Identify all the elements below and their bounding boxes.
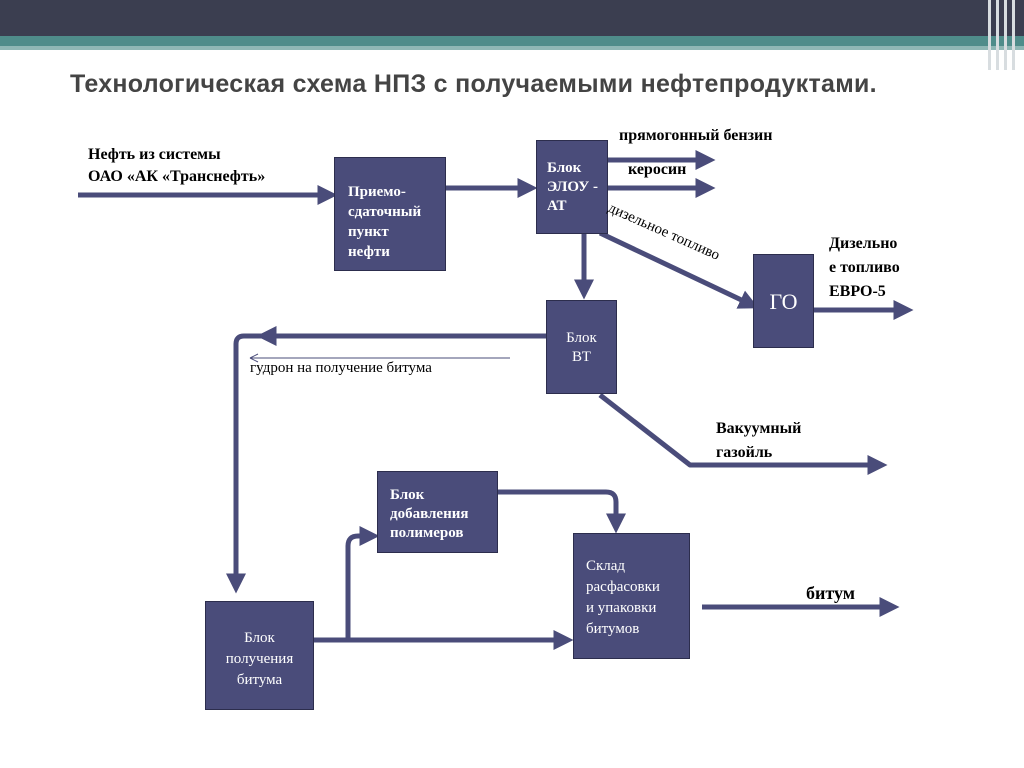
gudron-label: гудрон на получение битума xyxy=(250,360,432,376)
go-label: ГО xyxy=(769,289,798,314)
arrow-vacuum-gasoil xyxy=(598,393,888,475)
diesel-euro-label: Дизельно е топливо ЕВРО-5 xyxy=(829,235,900,300)
decorative-stripes xyxy=(988,0,1015,70)
vt-box: Блок ВТ xyxy=(546,300,617,394)
go-box: ГО xyxy=(753,254,814,348)
accent-stripe-light xyxy=(0,46,1024,50)
accent-stripe xyxy=(0,36,1024,46)
bitum-block-box: Блок получения битума xyxy=(205,601,314,710)
polymers-label: Блок добавления полимеров xyxy=(390,487,469,541)
vacuum-gasoil-label: Вакуумный газойль xyxy=(716,420,802,461)
elou-at-box: Блок ЭЛОУ - АТ xyxy=(536,140,608,234)
page-title: Технологическая схема НПЗ с получаемыми … xyxy=(70,70,877,98)
input-crude-label: Нефть из системы ОАО «АК «Транснефть» xyxy=(88,146,266,185)
arrow-diesel-go xyxy=(598,230,759,309)
kerosin-label: керосин xyxy=(628,161,687,178)
arrow-to-polymers xyxy=(345,526,380,640)
sklad-box: Склад расфасовки и упаковки битумов xyxy=(573,533,690,659)
polymers-box: Блок добавления полимеров xyxy=(377,471,498,553)
arrow-down-bitum xyxy=(226,333,264,594)
priemo-sdatochny-box: Приемо- сдаточный пункт нефти xyxy=(334,157,446,271)
benzin-label: прямогонный бензин xyxy=(619,127,773,144)
sklad-label: Склад расфасовки и упаковки битумов xyxy=(586,558,660,637)
arrow-polymers-sklad xyxy=(498,489,626,534)
top-banner xyxy=(0,0,1024,36)
bitum-block-label: Блок получения битума xyxy=(225,630,294,688)
priemo-label: Приемо- сдаточный пункт нефти xyxy=(348,184,422,260)
vt-label: Блок ВТ xyxy=(566,330,597,365)
elou-label: Блок ЭЛОУ - АТ xyxy=(547,160,598,214)
bitum-output-label: битум xyxy=(806,583,855,603)
